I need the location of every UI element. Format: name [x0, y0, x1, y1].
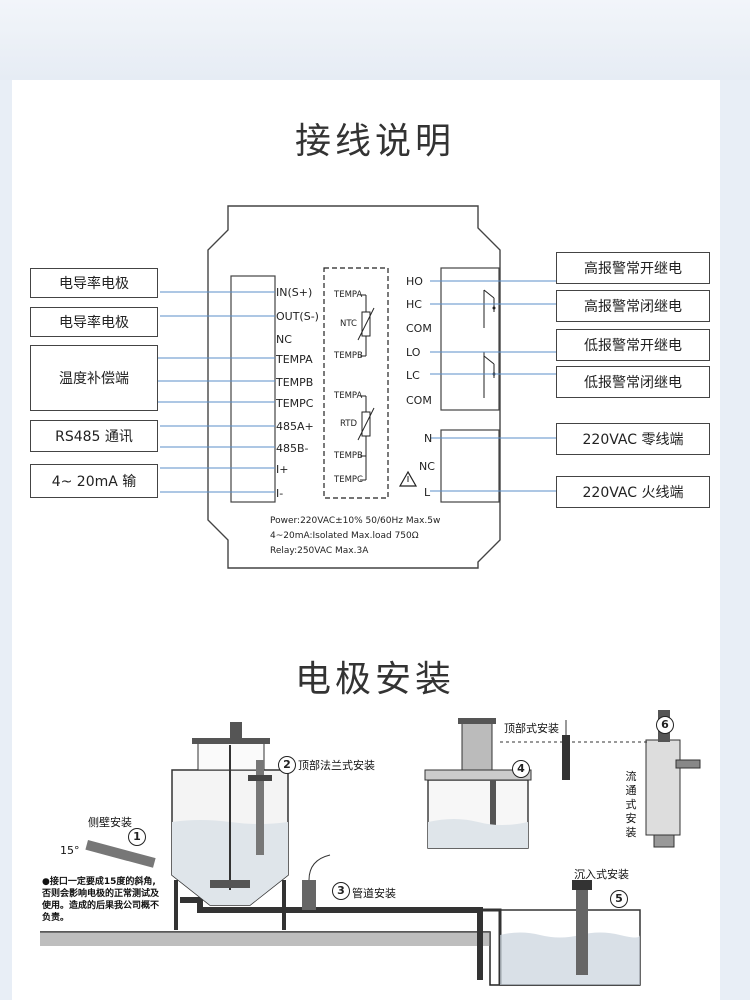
- terminal-i-minus: I-: [276, 487, 284, 500]
- spec-relay: Relay:250VAC Max.3A: [270, 546, 369, 556]
- install-flange-label: 顶部法兰式安装: [298, 759, 375, 772]
- install-badge-1: 1: [128, 828, 146, 846]
- sensor-tempa-top: TEMPA: [334, 290, 363, 300]
- install-angle-label: 15°: [60, 844, 80, 857]
- spec-power: Power:220VAC±10% 50/60Hz Max.5w: [270, 516, 441, 526]
- sensor-tempc-bottom: TEMPC: [334, 475, 363, 485]
- right-label-high-no: 高报警常开继电: [556, 252, 710, 284]
- power-l: L: [424, 486, 431, 499]
- relay-block: [440, 267, 500, 411]
- terminal-nc: NC: [276, 333, 292, 346]
- install-badge-3: 3: [332, 882, 350, 900]
- install-top-label: 顶部式安装: [504, 722, 559, 735]
- wiring-title: 接线说明: [294, 121, 455, 162]
- right-label-neutral: 220VAC 零线端: [556, 423, 710, 455]
- terminal-in: IN(S+): [276, 286, 313, 299]
- terminal-485b: 485B-: [276, 442, 309, 455]
- terminal-out: OUT(S-): [276, 310, 319, 323]
- terminal-i-plus: I+: [276, 463, 289, 476]
- power-nc: NC: [419, 460, 435, 473]
- install-title: 电极安装: [294, 659, 455, 700]
- terminal-tempb: TEMPB: [276, 376, 314, 389]
- terminal-tempc: TEMPC: [276, 397, 314, 410]
- relay-lc: LC: [406, 369, 420, 382]
- install-side-label: 侧壁安装: [88, 816, 132, 829]
- sensor-rtd: RTD: [340, 419, 358, 429]
- sensor-tempb-bottom: TEMPB: [334, 451, 363, 461]
- sensor-tempa-bottom: TEMPA: [334, 391, 363, 401]
- install-flow-label: 流通式安装: [625, 770, 637, 839]
- install-badge-4: 4: [512, 760, 530, 778]
- relay-ho: HO: [406, 275, 423, 288]
- left-label-rs485: RS485 通讯: [30, 420, 158, 452]
- top-band: [0, 0, 750, 80]
- relay-com-1: COM: [406, 322, 432, 335]
- sensor-tempb-top: TEMPB: [334, 351, 363, 361]
- right-label-low-nc: 低报警常闭继电: [556, 366, 710, 398]
- terminal-block: [230, 275, 276, 503]
- right-label-high-nc: 高报警常闭继电: [556, 290, 710, 322]
- install-badge-5: 5: [610, 890, 628, 908]
- terminal-tempa: TEMPA: [276, 353, 313, 366]
- warning-triangle-icon: [398, 470, 418, 487]
- right-label-low-no: 低报警常开继电: [556, 329, 710, 361]
- install-pipe-label: 管道安装: [352, 887, 396, 900]
- left-label-temp-comp: 温度补偿端: [30, 345, 158, 411]
- power-block: [440, 429, 500, 503]
- content-card: [12, 80, 720, 1000]
- install-warning: ●接口一定要成15度的斜角,否则会影响电极的正常测试及使用。造成的后果我公司概不…: [42, 877, 160, 923]
- left-label-conductivity-2: 电导率电极: [30, 307, 158, 337]
- terminal-485a: 485A+: [276, 420, 314, 433]
- left-label-4-20ma: 4~ 20mA 输: [30, 464, 158, 498]
- sensor-ntc: NTC: [340, 319, 357, 329]
- right-label-live: 220VAC 火线端: [556, 476, 710, 508]
- relay-com-2: COM: [406, 394, 432, 407]
- power-n: N: [424, 432, 433, 445]
- left-wires: [155, 291, 275, 493]
- right-wires: [430, 280, 556, 492]
- relay-hc: HC: [406, 298, 422, 311]
- install-badge-2: 2: [278, 756, 296, 774]
- relay-lo: LO: [406, 346, 421, 359]
- left-label-conductivity-1: 电导率电极: [30, 268, 158, 298]
- sensor-dashed-box: [323, 267, 389, 499]
- install-badge-6: 6: [656, 716, 674, 734]
- spec-current: 4~20mA:Isolated Max.load 750Ω: [270, 531, 419, 541]
- install-immersion-label: 沉入式安装: [574, 868, 629, 881]
- device-outline: [207, 205, 501, 569]
